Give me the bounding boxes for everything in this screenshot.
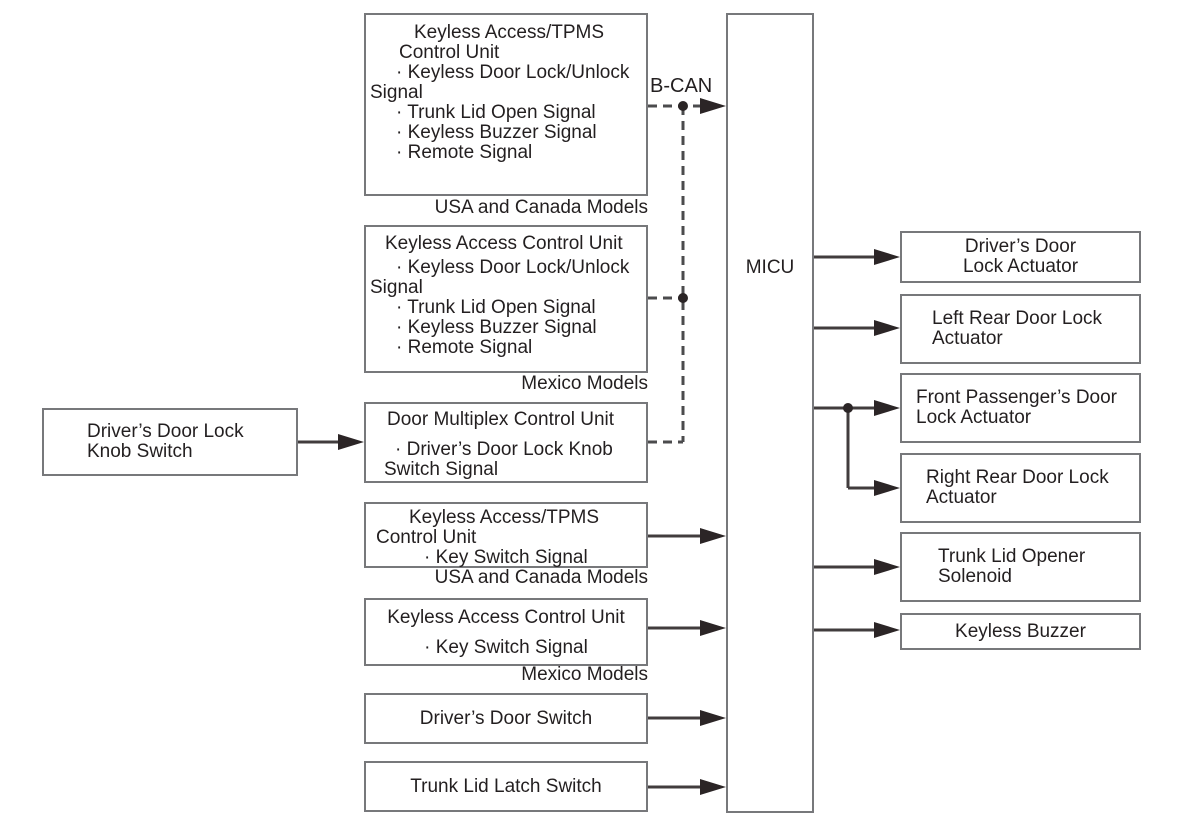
- box-line: Driver’s Door Lock: [87, 421, 244, 442]
- caption-mexico-models-1: Mexico Models: [521, 373, 648, 394]
- arrowhead-trunk-latch-into-micu: [700, 779, 726, 795]
- box-title-line: Door Multiplex Control Unit: [387, 409, 615, 430]
- box-bullet-line: · Remote Signal: [396, 337, 533, 358]
- box-line: Lock Actuator: [916, 407, 1032, 428]
- box-keyless-buzzer: Keyless Buzzer: [900, 613, 1141, 650]
- arrowhead-into-drivers-lock-actuator: [874, 249, 900, 265]
- arrowhead-door-switch-into-micu: [700, 710, 726, 726]
- bcan-bus-label: B-CAN: [650, 75, 713, 97]
- box-drivers-door-switch: Driver’s Door Switch: [364, 693, 648, 744]
- box-front-passengers-door-lock-actuator: Front Passenger’s Door Lock Actuator: [900, 373, 1141, 443]
- arrowhead-into-left-rear-lock-actuator: [874, 320, 900, 336]
- arrowhead-tpms-key-into-micu: [700, 528, 726, 544]
- box-line: Switch Signal: [384, 459, 499, 480]
- box-line: Front Passenger’s Door: [916, 387, 1118, 408]
- box-line: Knob Switch: [87, 441, 193, 462]
- box-bullet-line: · Trunk Lid Open Signal: [396, 297, 596, 318]
- box-keyless-access-control-unit-key: Keyless Access Control Unit · Key Switch…: [364, 598, 648, 666]
- box-bullet-line: · Keyless Buzzer Signal: [396, 317, 597, 338]
- box-title-line: Keyless Access/TPMS: [409, 507, 600, 528]
- box-line: Actuator: [926, 487, 997, 508]
- caption-usa-canada-models-1: USA and Canada Models: [434, 197, 648, 218]
- box-line: Driver’s Door: [964, 236, 1077, 257]
- box-bullet-line: · Key Switch Signal: [424, 637, 588, 658]
- box-line: Solenoid: [938, 566, 1012, 587]
- box-line: Trunk Lid Opener: [938, 546, 1086, 567]
- arrowhead-into-right-rear-lock-actuator: [874, 480, 900, 496]
- box-title-line: Control Unit: [376, 527, 477, 548]
- box-bullet-line: · Key Switch Signal: [424, 547, 588, 568]
- box-micu: MICU: [726, 13, 814, 813]
- box-trunk-lid-latch-switch: Trunk Lid Latch Switch: [364, 761, 648, 812]
- box-title-line: Keyless Access/TPMS: [414, 22, 605, 43]
- box-line: Signal: [370, 82, 423, 103]
- box-title-line: Control Unit: [399, 42, 500, 63]
- box-title-line: Keyless Access Control Unit: [387, 607, 625, 628]
- caption-usa-canada-models-2: USA and Canada Models: [434, 567, 648, 588]
- arrowhead-keyless-key-into-micu: [700, 620, 726, 636]
- micu-label: MICU: [745, 257, 795, 278]
- box-left-rear-door-lock-actuator: Left Rear Door Lock Actuator: [900, 294, 1141, 364]
- box-title-line: Keyless Access Control Unit: [385, 233, 623, 254]
- box-line: Driver’s Door Switch: [419, 707, 593, 729]
- box-bullet-line: · Keyless Buzzer Signal: [396, 122, 597, 143]
- box-bullet-line: · Keyless Door Lock/Unlock: [396, 62, 630, 83]
- box-bullet-line: · Trunk Lid Open Signal: [396, 102, 596, 123]
- box-line: Right Rear Door Lock: [926, 467, 1109, 488]
- box-line: Lock Actuator: [962, 256, 1079, 277]
- box-bullet-line: · Driver’s Door Lock Knob: [395, 439, 613, 460]
- junction-dot-actuator-branch: [843, 403, 853, 413]
- box-door-multiplex-control-unit: Door Multiplex Control Unit · Driver’s D…: [364, 402, 648, 483]
- arrowhead-into-front-passenger-lock-actuator: [874, 400, 900, 416]
- box-line: Trunk Lid Latch Switch: [410, 775, 602, 797]
- box-keyless-access-control-unit-bcan: Keyless Access Control Unit · Keyless Do…: [364, 225, 648, 373]
- box-drivers-door-lock-actuator: Driver’s Door Lock Actuator: [900, 231, 1141, 283]
- box-drivers-door-lock-knob-switch: Driver’s Door Lock Knob Switch: [42, 408, 298, 476]
- box-line: Actuator: [932, 328, 1003, 349]
- box-bullet-line: · Remote Signal: [396, 142, 533, 163]
- caption-mexico-models-2: Mexico Models: [521, 664, 648, 685]
- arrowhead-into-trunk-opener-solenoid: [874, 559, 900, 575]
- box-bullet-line: · Keyless Door Lock/Unlock: [396, 257, 630, 278]
- box-right-rear-door-lock-actuator: Right Rear Door Lock Actuator: [900, 453, 1141, 523]
- junction-dot-bcan-top: [678, 101, 688, 111]
- box-line: Signal: [370, 277, 423, 298]
- junction-dot-bcan-middle: [678, 293, 688, 303]
- arrowhead-into-door-multiplex: [338, 434, 364, 450]
- box-keyless-access-tpms-control-unit-key: Keyless Access/TPMS Control Unit · Key S…: [364, 502, 648, 568]
- arrowhead-bcan-into-micu: [700, 98, 726, 114]
- box-line: Left Rear Door Lock: [932, 308, 1103, 329]
- arrowhead-into-keyless-buzzer: [874, 622, 900, 638]
- box-keyless-access-tpms-control-unit-bcan: Keyless Access/TPMS Control Unit · Keyle…: [364, 13, 648, 196]
- box-line: Keyless Buzzer: [955, 620, 1086, 642]
- box-trunk-lid-opener-solenoid: Trunk Lid Opener Solenoid: [900, 532, 1141, 602]
